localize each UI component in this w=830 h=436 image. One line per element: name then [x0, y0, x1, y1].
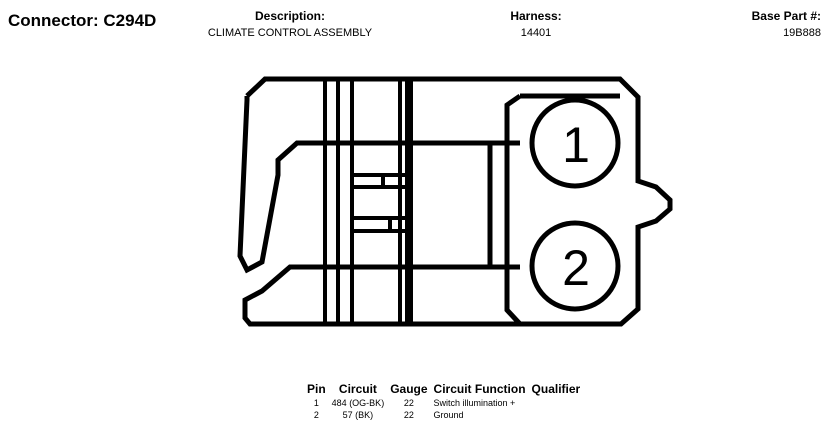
table-row: 2 57 (BK) 22 Ground	[304, 408, 583, 420]
description-value: CLIMATE CONTROL ASSEMBLY	[207, 27, 373, 39]
pin-table: Pin Circuit Gauge Circuit Function Quali…	[304, 382, 583, 420]
table-row: 1 484 (OG-BK) 22 Switch illumination +	[304, 396, 583, 408]
base-part-block: Base Part #: 19B888	[730, 8, 830, 42]
pin-cavity-1	[529, 97, 621, 189]
lock-window-top	[352, 173, 409, 189]
cell-gauge: 22	[403, 398, 414, 408]
base-part-label: Base Part #:	[751, 9, 821, 23]
base-part-value: 19B888	[783, 27, 821, 39]
pin-cavity-2	[529, 220, 621, 312]
cell-pin: 1	[313, 398, 319, 408]
cell-qualifier	[529, 396, 584, 408]
pin-number-1: 1	[562, 117, 590, 173]
cell-pin: 2	[313, 410, 319, 420]
cell-qualifier	[529, 408, 584, 420]
cell-gauge: 22	[403, 410, 414, 420]
lock-window-bottom	[352, 216, 409, 233]
pin-table-header-row: Pin Circuit Gauge Circuit Function Quali…	[304, 382, 583, 396]
col-circuit: Circuit	[338, 382, 377, 396]
cell-function: Ground	[433, 410, 464, 420]
col-gauge: Gauge	[390, 382, 428, 396]
harness-label: Harness:	[510, 9, 562, 23]
latch	[237, 96, 520, 274]
description-label: Description:	[254, 9, 325, 23]
col-pin: Pin	[307, 382, 326, 396]
harness-value: 14401	[520, 27, 552, 39]
col-circuit-function: Circuit Function	[433, 382, 526, 396]
housing-outline	[242, 76, 673, 327]
cell-circuit: 484 (OG-BK)	[331, 398, 385, 408]
connector-title: Connector: C294D	[8, 11, 157, 30]
description-block: Description: CLIMATE CONTROL ASSEMBLY	[180, 8, 400, 42]
pin-number-2: 2	[562, 240, 590, 296]
cell-circuit: 57 (BK)	[342, 410, 374, 420]
harness-block: Harness: 14401	[486, 8, 586, 42]
cell-function: Switch illumination +	[433, 398, 516, 408]
col-qualifier: Qualifier	[531, 382, 581, 396]
